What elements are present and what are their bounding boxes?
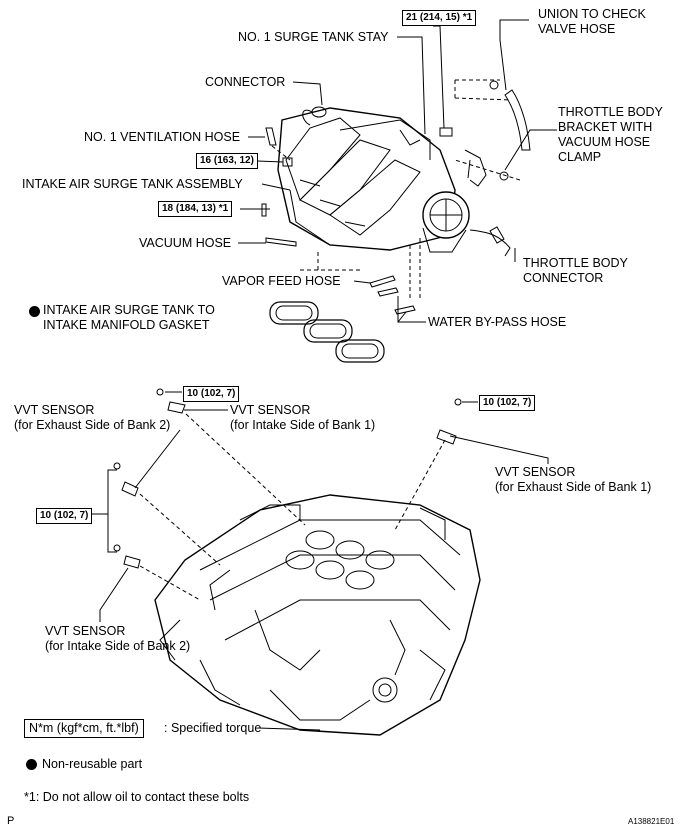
legend-torque-unit-box: N*m (kgf*cm, ft.*lbf) xyxy=(24,719,144,738)
engine-drawing xyxy=(154,494,481,736)
vvt-intake-bank2-label: VVT SENSOR(for Intake Side of Bank 2) xyxy=(45,624,191,653)
torque-box-18: 18 (184, 13) *1 xyxy=(158,201,233,217)
torque-box-10-top: 10 (102, 7) xyxy=(183,386,240,402)
torque-box-21: 21 (214, 15) *1 xyxy=(402,10,477,26)
alignment-lines-lower xyxy=(139,413,446,601)
vvt-intake-bank1-label: VVT SENSOR(for Intake Side of Bank 1) xyxy=(230,403,376,432)
water-bypass-hose-label: WATER BY-PASS HOSE xyxy=(428,315,567,329)
non-reusable-marker-icon xyxy=(29,306,40,317)
torque-box-16: 16 (163, 12) xyxy=(196,153,258,169)
vapor-feed-hose-label: VAPOR FEED HOSE xyxy=(222,274,341,288)
alignment-lines-upper xyxy=(271,79,521,300)
page-marker: P xyxy=(7,815,15,827)
vacuum-hose-label: VACUUM HOSE xyxy=(139,236,232,250)
torque-box-10-left: 10 (102, 7) xyxy=(36,508,93,524)
connector-label: CONNECTOR xyxy=(205,75,286,89)
surge-tank-drawing xyxy=(258,80,531,363)
vvt-exhaust-bank2-label: VVT SENSOR(for Exhaust Side of Bank 2) xyxy=(14,403,171,432)
vvt-exhaust-bank1-label: VVT SENSOR(for Exhaust Side of Bank 1) xyxy=(495,465,652,494)
surge-tank-assembly-label: INTAKE AIR SURGE TANK ASSEMBLY xyxy=(22,177,243,191)
leader-lines-upper xyxy=(231,19,557,323)
leader-lines-lower xyxy=(92,391,549,731)
surge-tank-stay-label: NO. 1 SURGE TANK STAY xyxy=(238,30,389,44)
ventilation-hose-label: NO. 1 VENTILATION HOSE xyxy=(84,130,241,144)
figure-code: A138821E01 xyxy=(628,817,675,826)
torque-box-10-right: 10 (102, 7) xyxy=(479,395,536,411)
legend-non-reusable-icon xyxy=(26,759,37,770)
legend-torque-desc: : Specified torque xyxy=(164,721,262,735)
vvt-sensor-drawings xyxy=(113,388,462,569)
legend-non-reusable-label: Non-reusable part xyxy=(42,757,143,771)
footnote: *1: Do not allow oil to contact these bo… xyxy=(24,790,250,804)
